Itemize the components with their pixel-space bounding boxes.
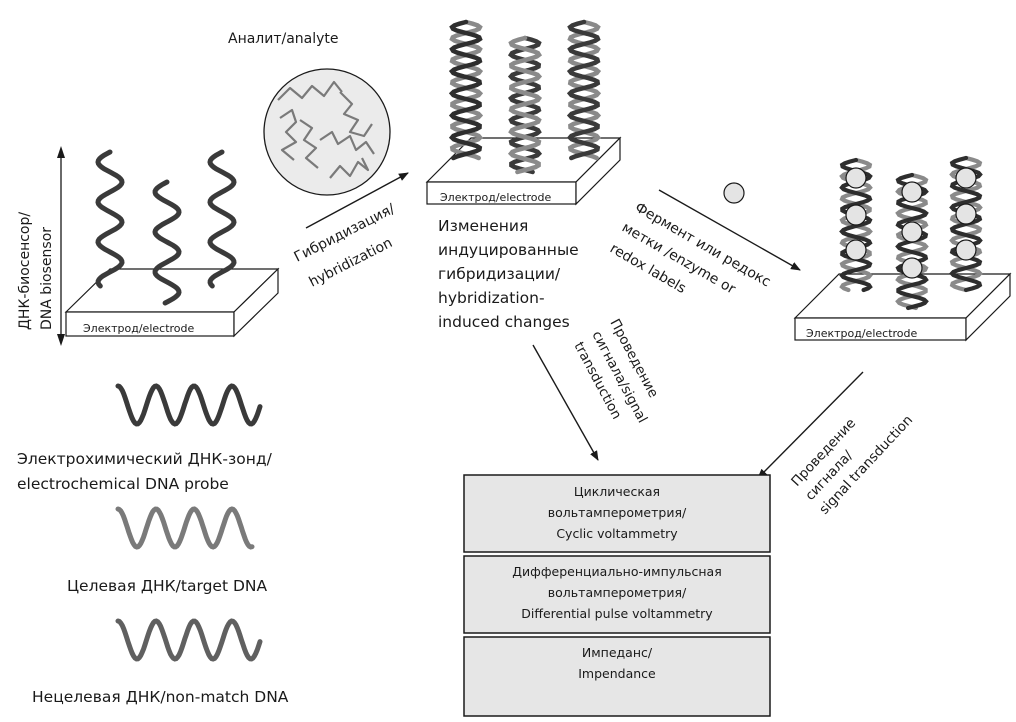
caption-line: гибридизации/ — [438, 265, 561, 283]
stage2-hybridized: Электрод/electrode — [425, 19, 622, 206]
method-box-impedance: Импеданс/ Impendance — [463, 636, 771, 717]
stage1-biosensor: ДНК-биосенсор/ DNA biosensor Электрод/el… — [17, 146, 280, 346]
method-line: Cyclic voltammetry — [556, 526, 678, 541]
redox-label-bead — [955, 239, 977, 261]
method-box-cv: Циклическая вольтамперометрия/ Cyclic vo… — [463, 474, 771, 553]
legend-target-strand — [115, 506, 255, 550]
method-line: Циклическая — [574, 484, 660, 499]
biosensor-side-label-2: DNA biosensor — [39, 227, 55, 330]
probe-strand — [448, 19, 483, 161]
method-line: Дифференциально-импульсная — [512, 564, 721, 579]
analyte-strand — [339, 91, 373, 138]
analyte-circle — [263, 68, 391, 196]
legend-probe-strand — [115, 383, 263, 427]
analyte-strand — [279, 108, 298, 161]
caption-line: индуцированные — [438, 241, 579, 259]
method-line: вольтамперометрия/ — [548, 505, 687, 520]
legend-strands — [115, 383, 263, 662]
redox-label-bead — [845, 204, 867, 226]
legend-probe-label-2: electrochemical DNA probe — [17, 475, 229, 493]
probe-strands-1 — [95, 149, 237, 306]
signal-arrow-left — [532, 344, 599, 461]
method-line: Импеданс/ — [582, 645, 653, 660]
analyte-label: Аналит/analyte — [228, 31, 339, 47]
legend-probe-label-1: Электрохимический ДНК-зонд/ — [17, 450, 273, 468]
method-box-dpv: Дифференциально-импульсная вольтампероме… — [463, 555, 771, 634]
redox-label-bead — [955, 203, 977, 225]
method-line: Impendance — [578, 666, 656, 681]
redox-label-bead — [901, 181, 923, 203]
electrode-1-label: Электрод/electrode — [83, 322, 195, 335]
double-helix — [507, 35, 543, 175]
electrode-1 — [64, 267, 280, 338]
method-line: вольтамперометрия/ — [548, 585, 687, 600]
analyte-strand — [299, 119, 319, 169]
analyte-strand — [277, 80, 343, 101]
caption-line: Изменения — [438, 217, 528, 235]
redox-label-bead — [845, 167, 867, 189]
double-helix — [448, 19, 484, 161]
electrode-3 — [793, 272, 1012, 342]
legend: Электрохимический ДНК-зонд/ electrochemi… — [17, 383, 289, 706]
legend-nonmatch-label: Нецелевая ДНК/non-match DNA — [32, 688, 289, 706]
double-helices-2 — [448, 19, 602, 175]
probe-strand — [566, 19, 601, 161]
caption-line: induced changes — [438, 313, 570, 331]
legend-target-label: Целевая ДНК/target DNA — [67, 577, 267, 595]
caption-line: hybridization- — [438, 289, 545, 307]
legend-nonmatch-strand — [115, 618, 263, 662]
signal-arrow-right — [757, 371, 864, 479]
double-helix — [566, 19, 602, 161]
electrode-3-label: Электрод/electrode — [806, 327, 918, 340]
biosensor-height-arrow — [57, 146, 65, 346]
hybridization-arrow — [305, 172, 409, 229]
redox-label-bead — [723, 182, 745, 204]
hybridization-changes-caption: Изменения индуцированные гибридизации/ h… — [438, 217, 579, 331]
probe-strand — [507, 35, 543, 175]
analyte-strand — [329, 157, 370, 179]
probe-strand — [95, 149, 125, 289]
labeled-helices-3 — [839, 155, 983, 311]
probe-strand — [152, 179, 182, 306]
analyte-target-strands — [277, 80, 375, 179]
redox-label-bead — [901, 257, 923, 279]
stage3-labeled: Электрод/electrode — [793, 155, 1012, 342]
electrode-2-label: Электрод/electrode — [440, 191, 552, 204]
redox-label-bead — [845, 239, 867, 261]
biosensor-side-label-1: ДНК-биосенсор/ — [17, 212, 33, 330]
redox-label-bead — [955, 167, 977, 189]
analyte-strand — [319, 130, 375, 155]
redox-label-bead — [901, 221, 923, 243]
probe-strand — [207, 149, 237, 289]
labeling-arrow — [658, 189, 801, 271]
method-line: Differential pulse voltammetry — [521, 606, 713, 621]
